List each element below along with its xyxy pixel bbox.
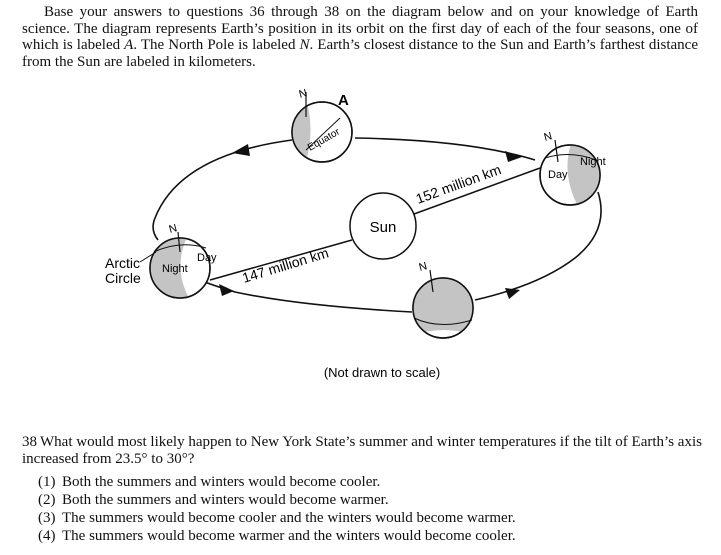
sun-label: Sun [370, 219, 397, 236]
arctic-circle-label-2: Circle [105, 270, 141, 286]
choice-1-text: Both the summers and winters would becom… [62, 474, 381, 490]
intro-text-3: . Earth’s closest distance to the Sun an… [22, 37, 698, 70]
intro-paragraph: Base your answers to questions 36 throug… [22, 4, 698, 70]
near-distance-label: 147 million km [240, 244, 330, 285]
choice-2-number: (2) [38, 492, 56, 508]
sun [349, 192, 417, 260]
choice-4-text: The summers would become warmer and the … [62, 528, 516, 544]
orbit-arrow-1 [232, 144, 250, 156]
choice-4-number: (4) [38, 528, 56, 544]
orbit-arrow-4 [219, 284, 234, 296]
earth-orbit-diagram: Sun 152 million km 147 million km N A Eq… [105, 87, 606, 380]
choice-2[interactable]: (2) Both the summers and winters would be… [38, 491, 516, 509]
earth-bottom-north-label: N [418, 260, 429, 274]
question-number: 38 [22, 434, 37, 450]
intro-label-n: N [299, 37, 310, 53]
earth-right-night-label: Night [580, 156, 606, 168]
choice-3-text: The summers would become cooler and the … [62, 510, 516, 526]
earth-right-day-label: Day [548, 169, 568, 181]
choice-1-number: (1) [38, 474, 56, 490]
earth-right-north-label: N [543, 130, 554, 144]
intro-label-a: A [124, 37, 134, 53]
position-a-label: A [338, 92, 349, 109]
choice-1[interactable]: (1) Both the summers and winters would be… [38, 473, 516, 491]
far-distance-line [413, 167, 541, 215]
orbit-arrow-3 [505, 288, 520, 299]
near-distance-line [209, 239, 353, 281]
choice-4[interactable]: (4) The summers would become warmer and t… [38, 527, 516, 545]
orbit-arrow-2 [505, 151, 522, 162]
scale-note: (Not drawn to scale) [324, 365, 440, 380]
answer-choices: (1) Both the summers and winters would be… [38, 473, 516, 545]
earth-position-left [139, 231, 211, 299]
earth-left-north-label: N [168, 222, 179, 236]
earth-position-bottom [412, 269, 474, 339]
choice-2-text: Both the summers and winters would becom… [62, 492, 389, 508]
earth-left-day-label: Day [197, 252, 217, 264]
arctic-circle-label-1: Arctic [105, 255, 140, 271]
choice-3[interactable]: (3) The summers would become cooler and t… [38, 509, 516, 527]
intro-text-2: . The North Pole is labeled [133, 37, 300, 53]
earth-a-north-label: N [298, 87, 309, 101]
choice-3-number: (3) [38, 510, 56, 526]
earth-left-night-label: Night [162, 263, 188, 275]
far-distance-label: 152 million km [414, 161, 504, 207]
intro-text-1: Base your answers to questions 36 throug… [22, 4, 698, 53]
question-text: What would most likely happen to New Yor… [22, 434, 702, 467]
